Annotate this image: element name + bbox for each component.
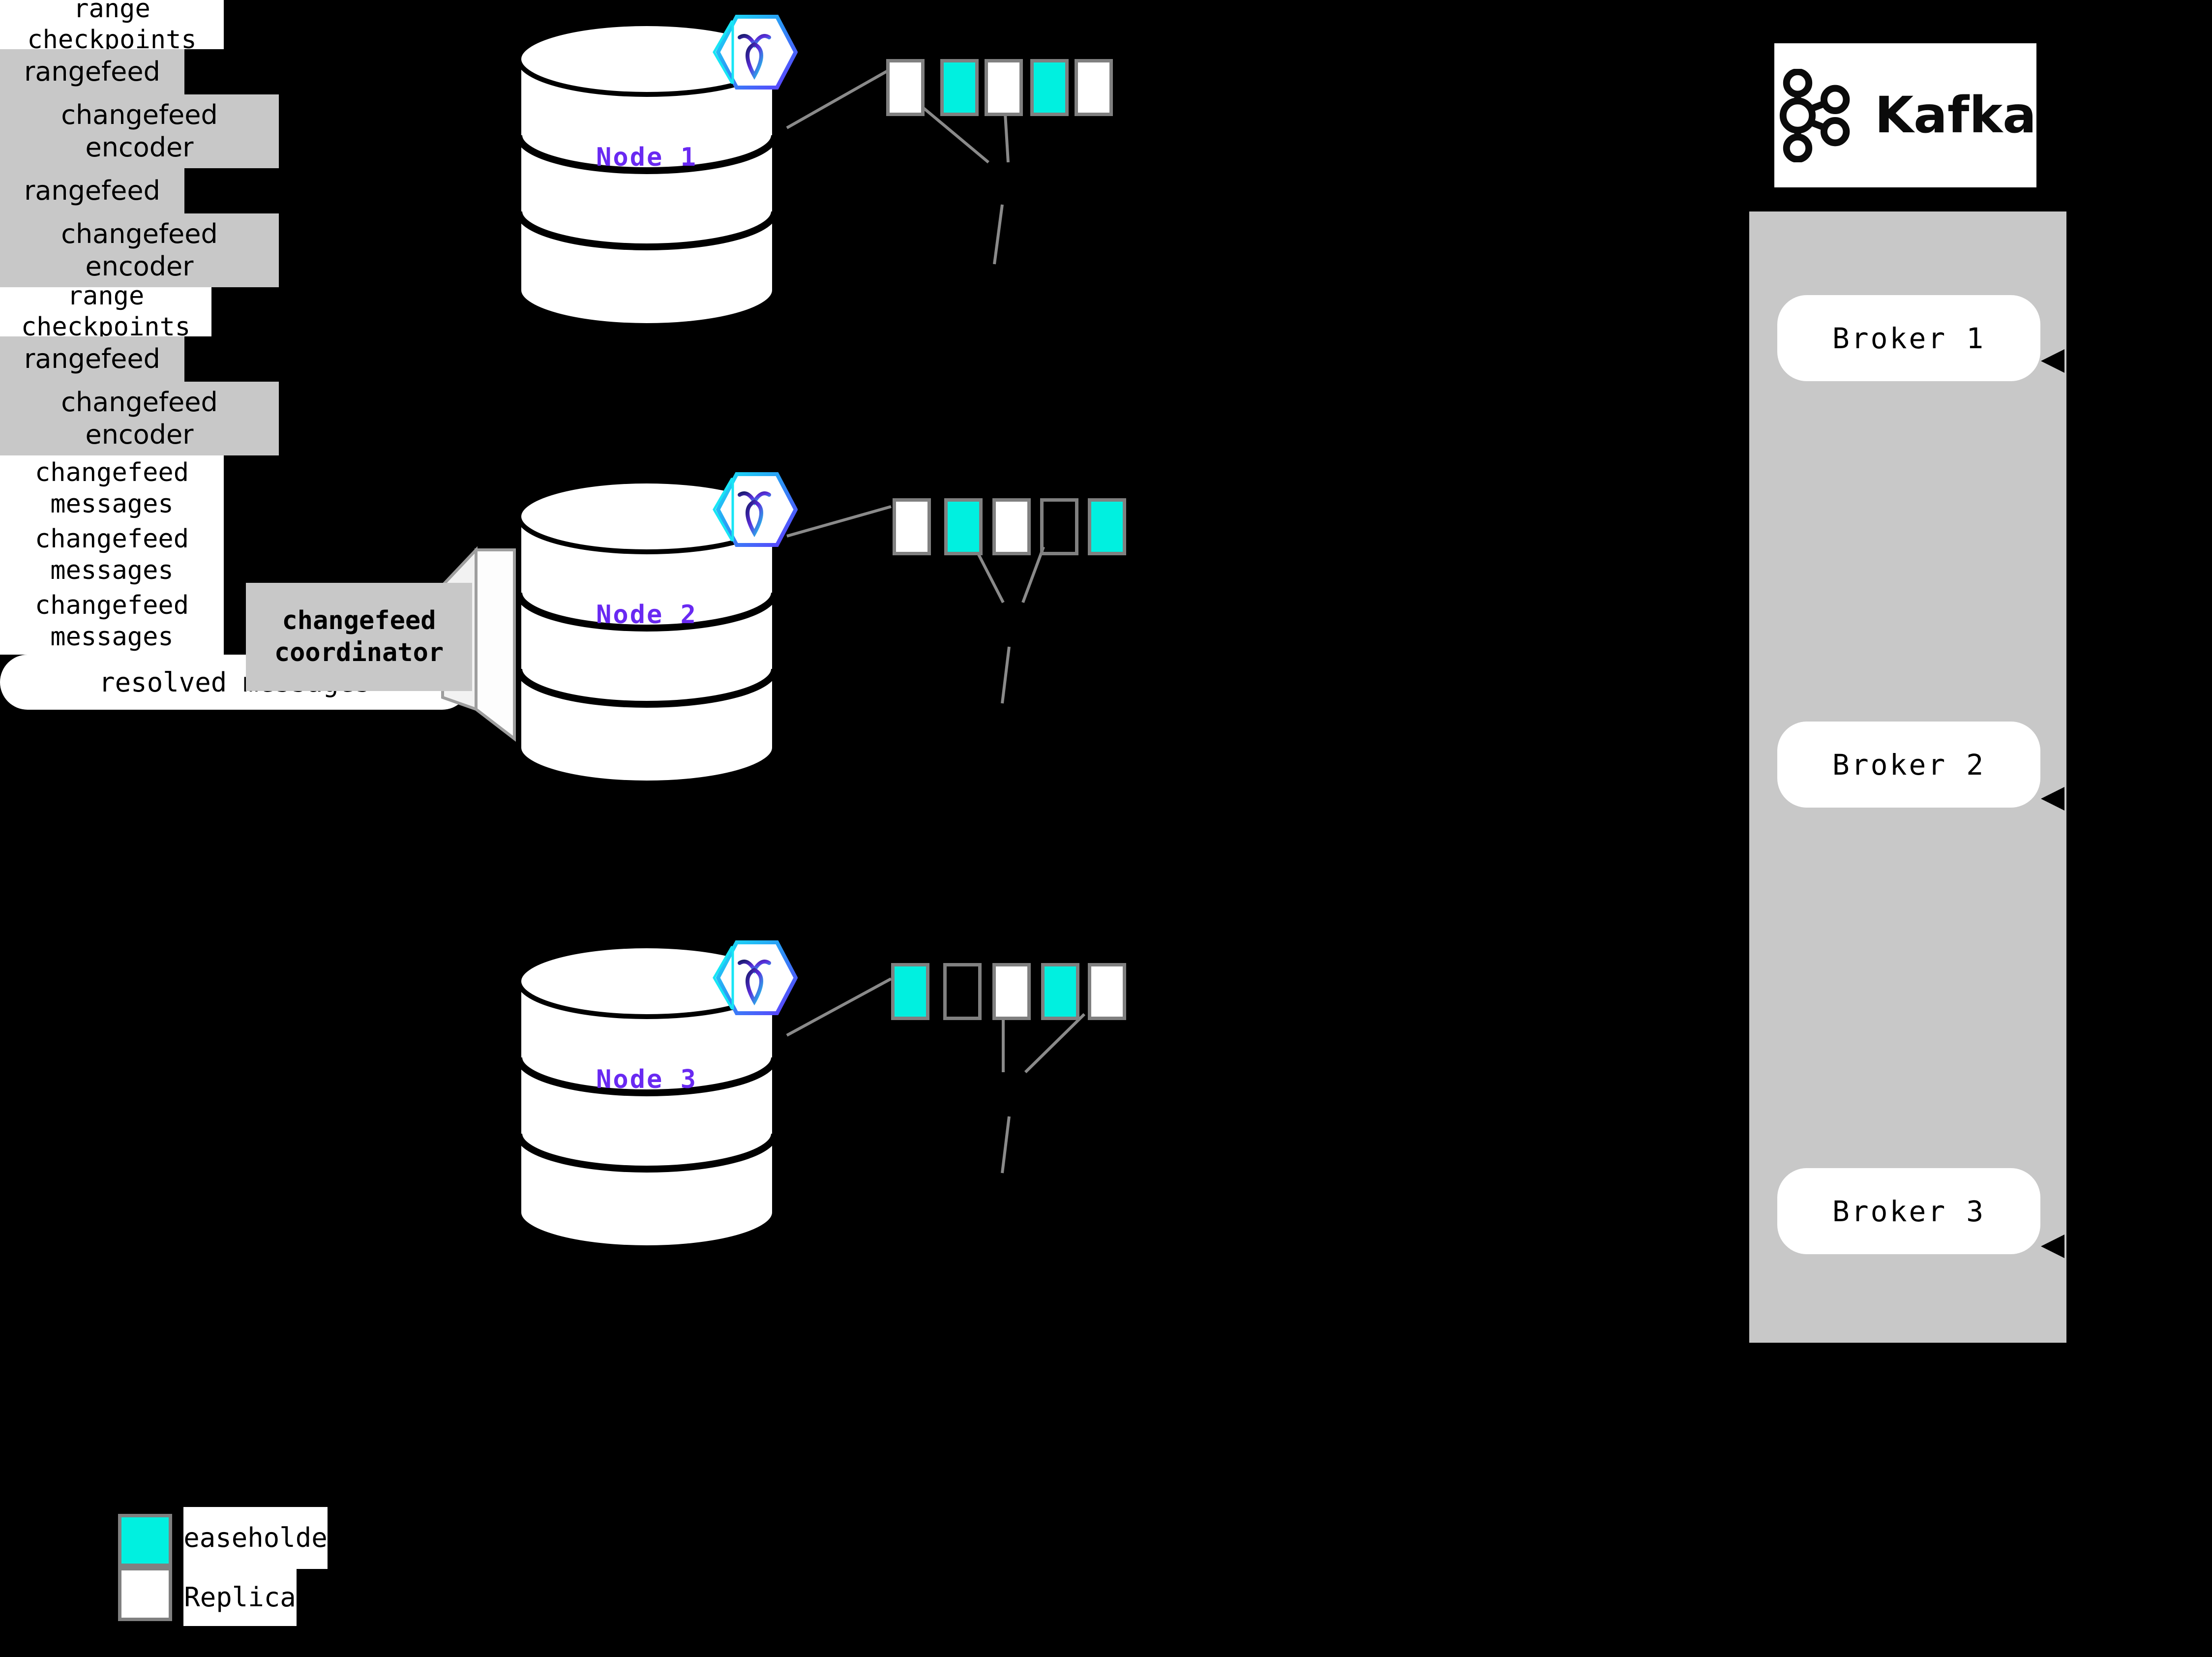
node-1-label: Node 1 [596,143,697,172]
node-3-label: Node 3 [596,1065,697,1094]
legend-label-replica: Replica [183,1569,297,1626]
node-2-range-4 [1040,498,1078,555]
legend: Leaseholder Replica [118,1507,423,1633]
legend-swatch-replica [118,1567,172,1621]
node-3-range-4 [1041,963,1079,1020]
node-1-changefeed-encoder-box: changefeed encoder [0,94,279,168]
legend-label-leaseholder: Leaseholder [183,1507,328,1569]
node-1-range-3 [985,59,1023,116]
node-1-rangefeed-box: rangefeed [0,49,184,94]
node-1-range-2 [940,59,979,116]
node-2-range-3 [992,498,1031,555]
kafka-logo-box: Kafka [1774,43,2036,187]
kafka-broker-3[interactable]: Broker 3 [1777,1168,2040,1254]
node-2-range-5 [1088,498,1126,555]
node-2-changefeed-encoder-box: changefeed encoder [0,213,279,287]
node-3-range-1 [891,963,929,1020]
cockroachdb-hexagon-icon [709,934,798,1021]
cockroachdb-hexagon-icon [709,466,798,552]
kafka-logo-icon [1779,68,1850,162]
changefeed-coordinator-label: changefeed coordinator [246,583,472,691]
node-1-range-4 [1030,59,1069,116]
node-2-range-1 [893,498,931,555]
node-3-range-5 [1088,963,1126,1020]
changefeed-messages-label-1: changefeed messages [0,455,224,522]
kafka-inbound-arrowheads [2041,349,2064,1258]
legend-swatch-leaseholder [118,1514,172,1567]
node-1-range-5 [1075,59,1113,116]
node-3-range-2 [943,963,982,1020]
node-1-range-checkpoints-label: range checkpoints [0,0,224,49]
node-3-range-3 [992,963,1031,1020]
node-2-rangefeed-box: rangefeed [0,168,184,213]
changefeed-messages-label-2: changefeed messages [0,522,224,588]
kafka-logo-text: Kafka [1875,86,2036,145]
node-1-cylinder: Node 1 [516,22,777,327]
node-3-changefeed-encoder-box: changefeed encoder [0,382,279,455]
node-2-range-2 [944,498,983,555]
node-2-label: Node 2 [596,600,697,630]
node-3-range-checkpoints-label: range checkpoints [0,287,211,336]
changefeed-messages-label-3: changefeed messages [0,588,224,655]
kafka-broker-1[interactable]: Broker 1 [1777,295,2040,381]
node-1-range-1 [886,59,925,116]
node-3-rangefeed-box: rangefeed [0,336,184,382]
cockroachdb-hexagon-icon [709,9,798,95]
node-2-cylinder: Node 2 [516,480,777,784]
kafka-broker-2[interactable]: Broker 2 [1777,722,2040,808]
node-3-cylinder: Node 3 [516,944,777,1249]
